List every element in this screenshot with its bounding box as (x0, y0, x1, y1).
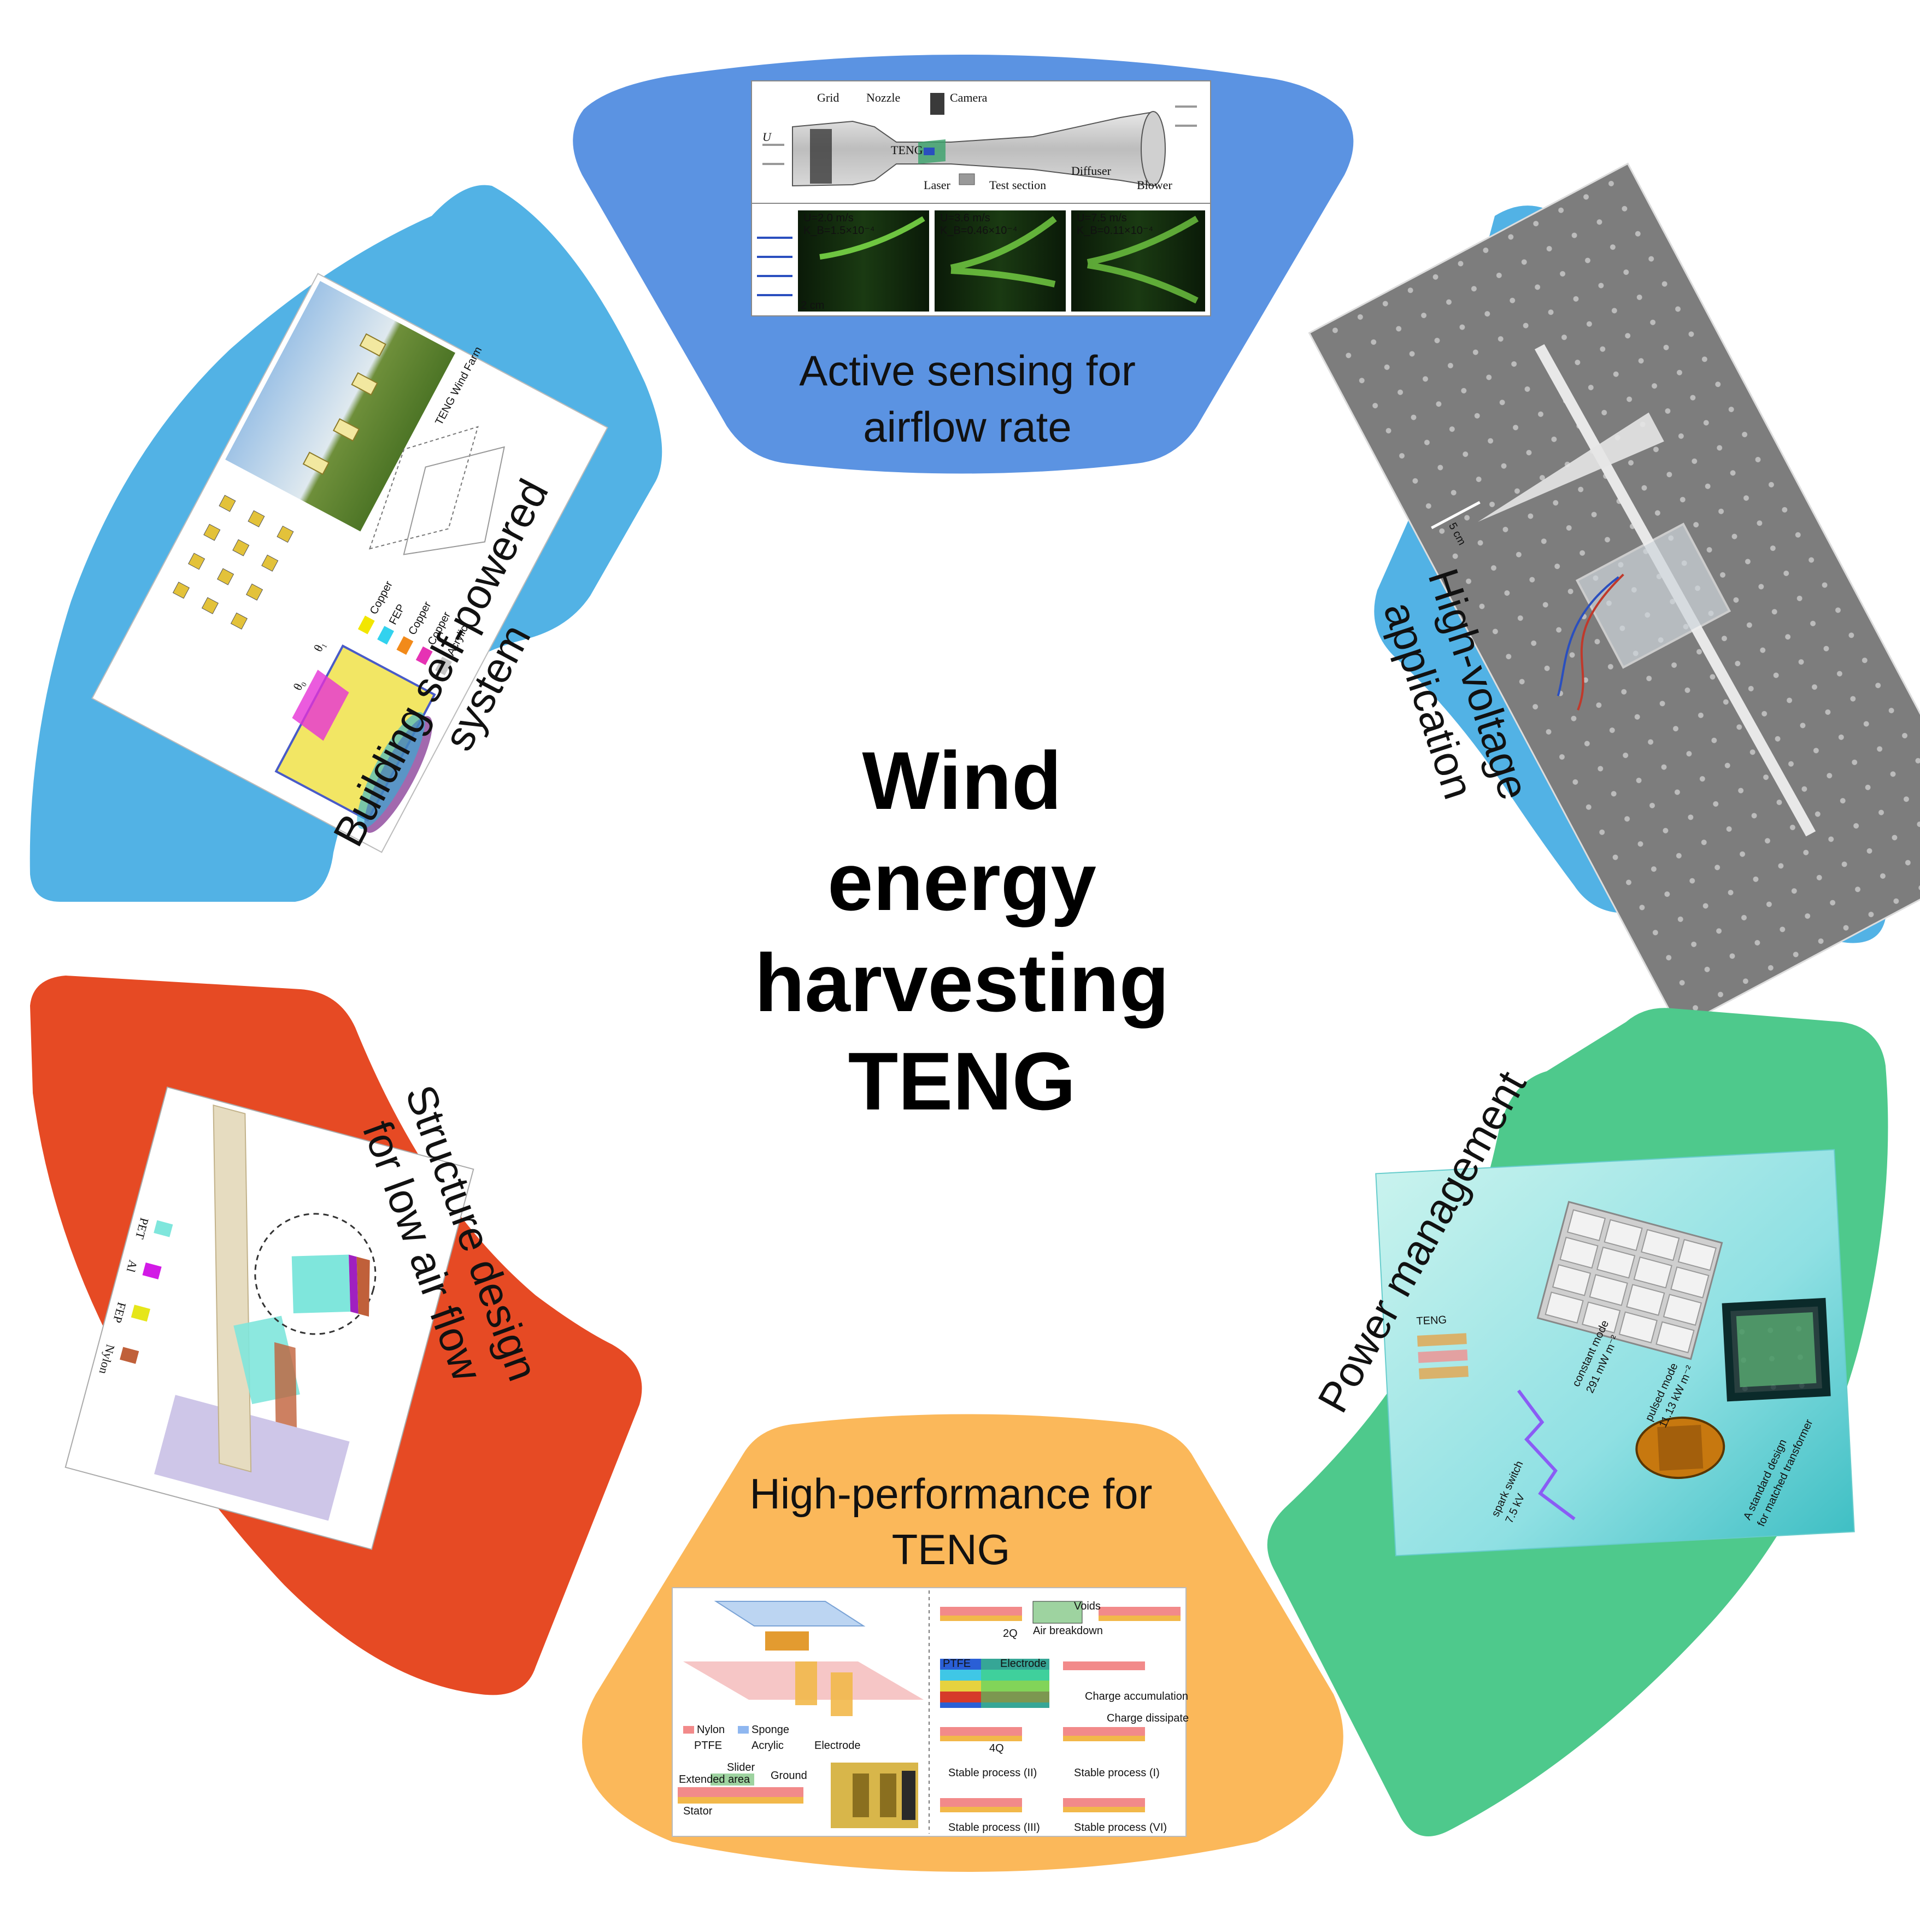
laser-panel-3: U=7.5 m/s K_B=0.11×10⁻⁴ (1071, 210, 1205, 312)
tunnel-label-nozzle: Nozzle (866, 91, 900, 104)
laser-panel-2: U=3.6 m/s K_B=0.46×10⁻⁴ (935, 210, 1066, 312)
hp-label-stable-3: Stable process (III) (948, 1822, 1040, 1834)
tunnel-label-diffuser: Diffuser (1071, 164, 1112, 178)
hp-label-stable-2: Stable process (II) (948, 1767, 1037, 1779)
hp-label-stable-6: Stable process (VI) (1074, 1822, 1167, 1834)
segment-power-management: TENG constant mode 291 mW m⁻² pulsed mod… (1267, 1008, 1888, 1836)
hp-label-charge-accumulation: Charge accumulation (1085, 1690, 1188, 1702)
high-voltage-photo: 5 cm (1308, 162, 1920, 1029)
svg-text:U=3.6 m/s: U=3.6 m/s (940, 212, 990, 224)
self-powered-figure: TENG Wind Farm Copper FEP Copper Copper … (91, 273, 608, 853)
tunnel-label-u: U (762, 130, 772, 144)
segment-structure-design: PET Al FEP Nylon Structure design for lo… (30, 976, 642, 1695)
segment-active-sensing-title-line-1: Active sensing for (799, 347, 1136, 395)
hp-map-electrode: Electrode (1000, 1658, 1047, 1670)
hp-label-extended-area: Extended area (679, 1774, 750, 1786)
svg-text:2 cm: 2 cm (801, 300, 824, 312)
center-title-line-2: energy (827, 836, 1096, 927)
center-title-line-4: TENG (848, 1035, 1076, 1127)
tunnel-label-camera: Camera (950, 91, 988, 104)
svg-text:K_B=1.5×10⁻⁴: K_B=1.5×10⁻⁴ (803, 225, 874, 237)
high-performance-figure: Nylon Sponge PTFE Acrylic Electrode Slid… (672, 1587, 1189, 1837)
pm-label-teng: TENG (1416, 1314, 1447, 1328)
center-title-line-3: harvesting (755, 937, 1170, 1029)
segment-high-voltage: 5 cm High-voltage application (1308, 162, 1920, 1029)
structure-design-figure: PET Al FEP Nylon (64, 1086, 474, 1551)
svg-text:U=2.0 m/s: U=2.0 m/s (803, 212, 854, 224)
svg-text:K_B=0.11×10⁻⁴: K_B=0.11×10⁻⁴ (1077, 225, 1153, 237)
power-management-figure: TENG constant mode 291 mW m⁻² pulsed mod… (1375, 1149, 1855, 1557)
airflow-sensing-figure: Grid Nozzle Camera TENG Laser Test secti… (751, 80, 1211, 316)
hp-legend-nylon: Nylon (697, 1724, 725, 1736)
hp-label-charge-dissipate: Charge dissipate (1107, 1712, 1189, 1724)
segment-self-powered: TENG Wind Farm Copper FEP Copper Copper … (30, 185, 662, 902)
hp-map-ptfe: PTFE (943, 1658, 971, 1670)
hp-label-slider: Slider (727, 1761, 755, 1774)
segment-active-sensing: Grid Nozzle Camera TENG Laser Test secti… (573, 55, 1354, 474)
svg-text:U=7.5 m/s: U=7.5 m/s (1077, 212, 1127, 224)
tunnel-label-grid: Grid (817, 91, 839, 104)
hp-legend-ptfe: PTFE (694, 1740, 722, 1752)
segment-high-performance-title-line-2: TENG (892, 1525, 1011, 1573)
tunnel-label-test-section: Test section (989, 178, 1046, 192)
laser-panel-1: U=2.0 m/s K_B=1.5×10⁻⁴ 2 cm (798, 210, 929, 312)
hp-label-stator: Stator (683, 1805, 713, 1817)
hp-label-voids: Voids (1074, 1600, 1101, 1612)
tunnel-label-laser: Laser (924, 178, 951, 192)
tunnel-label-teng: TENG (891, 143, 923, 157)
segment-high-performance: High-performance for TENG Nylon Sponge P… (582, 1414, 1343, 1872)
svg-text:K_B=0.46×10⁻⁴: K_B=0.46×10⁻⁴ (940, 225, 1017, 237)
tunnel-label-blower: Blower (1137, 178, 1172, 192)
hp-label-air-breakdown: Air breakdown (1033, 1625, 1103, 1637)
hp-legend-sponge: Sponge (751, 1724, 789, 1736)
center-title-line-1: Wind (862, 735, 1061, 826)
hp-legend-electrode: Electrode (814, 1740, 861, 1752)
hp-label-stable-1: Stable process (I) (1074, 1767, 1160, 1779)
segment-active-sensing-title-line-2: airflow rate (863, 403, 1071, 451)
hp-label-2q-a: 2Q (1003, 1628, 1018, 1640)
hp-label-ground: Ground (771, 1770, 807, 1782)
center-title: Wind energy harvesting TENG (755, 735, 1170, 1127)
segment-high-performance-title-line-1: High-performance for (750, 1470, 1153, 1518)
hp-legend-acrylic: Acrylic (751, 1740, 784, 1752)
hp-label-4q-a: 4Q (989, 1742, 1004, 1754)
